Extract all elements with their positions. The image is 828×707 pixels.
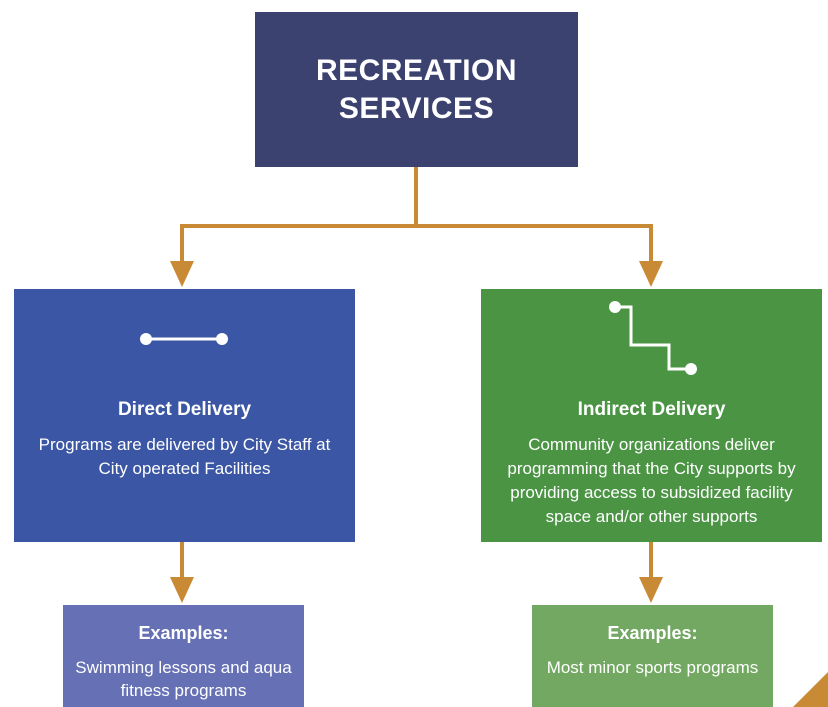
direct-examples-title: Examples: (138, 623, 229, 643)
arrow-down-icon (639, 261, 663, 287)
arrow-down-icon (639, 577, 663, 603)
recreation-services-box: RECREATION SERVICES (255, 12, 578, 167)
stepped-connection-icon (609, 301, 697, 375)
indirect-delivery-title: Indirect Delivery (577, 399, 726, 420)
direct-delivery-title: Direct Delivery (117, 399, 252, 420)
corner-decoration (793, 672, 828, 707)
indirect-examples-title: Examples: (607, 623, 698, 643)
direct-delivery-box: Direct Delivery Programs are delivered b… (14, 289, 355, 542)
direct-examples-box: Examples: Swimming lessons and aqua fitn… (63, 605, 304, 707)
straight-connection-icon (140, 333, 228, 345)
recreation-services-title: RECREATION SERVICES (315, 53, 518, 125)
arrow-down-icon (170, 261, 194, 287)
indirect-delivery-box: Indirect Delivery Community organization… (481, 289, 822, 542)
indirect-examples-box: Examples: Most minor sports programs (532, 605, 773, 707)
direct-examples-text: Swimming lessons and aqua fitness progra… (75, 658, 292, 700)
indirect-examples-text: Most minor sports programs (546, 658, 759, 677)
arrow-down-icon (170, 577, 194, 603)
direct-delivery-description: Programs are delivered by City Staff at … (38, 435, 331, 478)
indirect-delivery-description: Community organizations deliver programm… (507, 435, 796, 526)
